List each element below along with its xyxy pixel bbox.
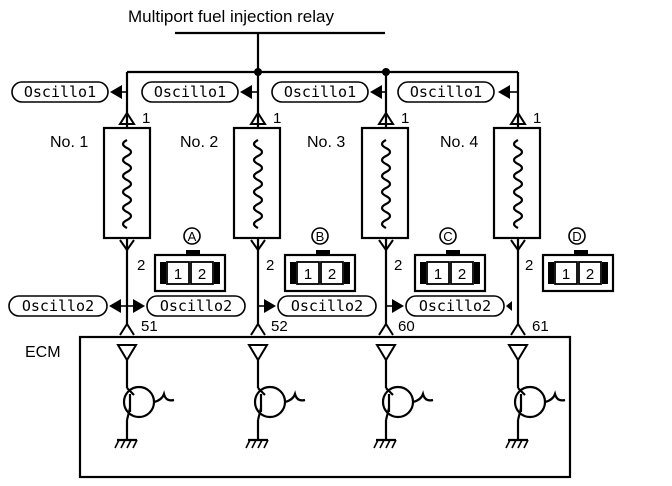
injector-2-coil bbox=[252, 139, 264, 229]
oscillo2-tag-3: Oscillo2 bbox=[258, 295, 377, 317]
svg-text:2: 2 bbox=[394, 257, 402, 274]
injector-3: 1 2 No. 3 bbox=[307, 110, 409, 274]
ecm-driver-transistor-1 bbox=[114, 344, 175, 449]
injector-2: 1 2 No. 2 bbox=[180, 110, 281, 274]
svg-text:1: 1 bbox=[562, 266, 570, 283]
injector-1-label: No. 1 bbox=[50, 134, 88, 151]
ecm-label: ECM bbox=[25, 344, 61, 361]
svg-text:52: 52 bbox=[271, 318, 288, 335]
oscillo2-tag-4: Oscillo2 bbox=[386, 295, 512, 317]
oscillo2-tag-2: Oscillo2 bbox=[127, 295, 246, 317]
svg-text:Oscillo2: Oscillo2 bbox=[22, 297, 94, 315]
injector-4-coil bbox=[512, 139, 524, 229]
svg-text:Oscillo1: Oscillo1 bbox=[410, 83, 482, 101]
svg-text:1: 1 bbox=[533, 110, 541, 127]
injector-1-coil bbox=[121, 139, 133, 229]
svg-text:1: 1 bbox=[401, 110, 409, 127]
injector-4-label: No. 4 bbox=[440, 134, 478, 151]
oscillo1-tag-1: Oscillo1 bbox=[11, 81, 127, 103]
svg-text:2: 2 bbox=[328, 266, 336, 283]
svg-text:1: 1 bbox=[174, 266, 182, 283]
svg-text:1: 1 bbox=[434, 266, 442, 283]
svg-text:2: 2 bbox=[586, 266, 594, 283]
svg-text:Oscillo1: Oscillo1 bbox=[284, 83, 356, 101]
injector-2-label: No. 2 bbox=[180, 134, 218, 151]
svg-text:1: 1 bbox=[304, 266, 312, 283]
ecm-driver-transistor-2 bbox=[245, 344, 306, 449]
svg-text:Oscillo2: Oscillo2 bbox=[160, 297, 232, 315]
svg-text:2: 2 bbox=[525, 257, 533, 274]
svg-text:2: 2 bbox=[198, 266, 206, 283]
ecm-pin-61: 61 bbox=[510, 318, 549, 336]
oscillo1-tag-2: Oscillo1 bbox=[141, 81, 258, 103]
svg-text:1: 1 bbox=[273, 110, 281, 127]
svg-text:Oscillo2: Oscillo2 bbox=[419, 297, 491, 315]
injector-3-coil bbox=[380, 139, 392, 229]
ecm-pin-51: 51 bbox=[119, 318, 158, 336]
svg-text:61: 61 bbox=[532, 318, 549, 335]
svg-text:51: 51 bbox=[141, 318, 158, 335]
svg-text:Oscillo2: Oscillo2 bbox=[291, 297, 363, 315]
svg-text:D: D bbox=[572, 229, 581, 244]
svg-text:C: C bbox=[443, 229, 452, 244]
svg-text:2: 2 bbox=[266, 257, 274, 274]
ecm-box bbox=[78, 335, 572, 479]
connector-c: C 1 2 bbox=[413, 227, 487, 293]
svg-text:Oscillo1: Oscillo1 bbox=[24, 83, 96, 101]
connector-b: B 1 2 bbox=[283, 227, 357, 293]
svg-text:A: A bbox=[188, 229, 197, 244]
svg-text:Oscillo1: Oscillo1 bbox=[154, 83, 226, 101]
ecm-driver-transistor-4 bbox=[505, 344, 566, 449]
injector-1: 1 2 No. 1 bbox=[50, 110, 152, 274]
svg-text:1: 1 bbox=[142, 110, 150, 127]
oscillo1-tag-3: Oscillo1 bbox=[271, 81, 386, 103]
oscillo1-tag-4: Oscillo1 bbox=[397, 81, 518, 103]
ecm-pin-52: 52 bbox=[250, 318, 288, 336]
injector-1-body bbox=[102, 126, 152, 240]
ecm-pin-60: 60 bbox=[378, 318, 415, 336]
svg-text:60: 60 bbox=[398, 318, 415, 335]
ecm-driver-transistor-3 bbox=[373, 344, 434, 449]
svg-text:2: 2 bbox=[458, 266, 466, 283]
injector-4: 1 2 No. 4 bbox=[440, 110, 541, 274]
connector-a: A 1 2 bbox=[153, 227, 227, 293]
connector-d: D 1 2 bbox=[541, 227, 615, 293]
oscillo2-tag-1: Oscillo2 bbox=[8, 295, 127, 317]
relay-title: Multiport fuel injection relay bbox=[128, 7, 334, 26]
injector-3-label: No. 3 bbox=[307, 134, 345, 151]
svg-text:B: B bbox=[316, 229, 325, 244]
svg-text:2: 2 bbox=[137, 257, 145, 274]
